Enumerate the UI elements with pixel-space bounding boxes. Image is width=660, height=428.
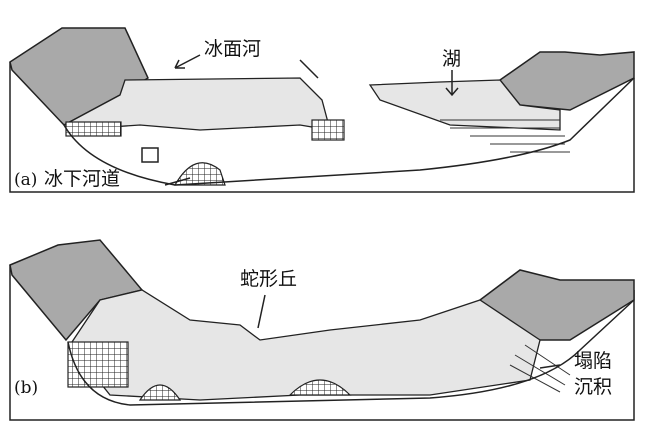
glacier-a [63, 77, 331, 131]
panel-a-frame [9, 62, 635, 193]
right-mountain-a [498, 51, 635, 111]
sediment-bottom-b [138, 379, 352, 401]
arrow-esker [257, 294, 266, 329]
label-collapse-line2: 沉积 [574, 376, 613, 398]
panel-b-label: (b) [14, 378, 39, 398]
panel-b-diagram [9, 239, 635, 421]
label-subglacial-channel: 冰下河道 [44, 168, 121, 190]
sediment-left-a [65, 121, 122, 137]
lake-lines-a [440, 119, 570, 153]
label-lake: 湖 [442, 48, 462, 70]
lake-a [368, 79, 561, 131]
collapse-lines-b [509, 344, 571, 393]
label-esker: 蛇形丘 [240, 268, 298, 290]
valley-floor-a [63, 77, 635, 186]
sediment-left-b [67, 341, 129, 388]
block-a [141, 147, 159, 163]
arrow-river-left [174, 54, 201, 69]
sediment-mid-a [311, 119, 345, 141]
label-supraglacial-river: 冰面河 [204, 38, 262, 60]
valley-floor-b [67, 299, 635, 406]
arrow-collapse [539, 364, 561, 369]
arrow-river-right [299, 59, 319, 79]
label-collapse-line1: 塌陷 [574, 350, 613, 372]
panel-a-label: (a) [14, 170, 38, 190]
arrow-lake [445, 70, 459, 97]
panel-a-diagram [9, 27, 635, 193]
panel-b-frame [9, 265, 635, 421]
arrow-channel [164, 177, 191, 186]
